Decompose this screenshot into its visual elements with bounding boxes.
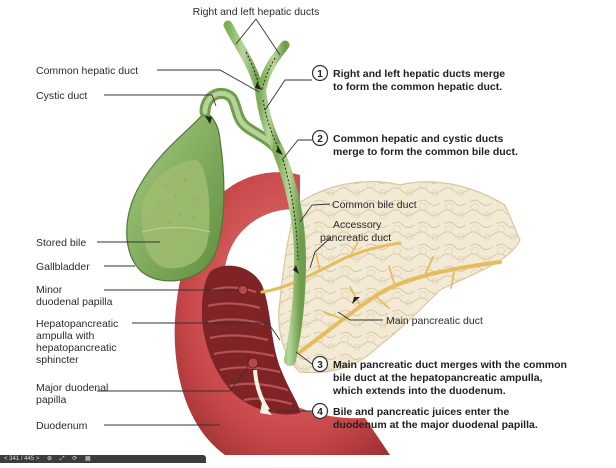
- label-right-left-hepatic-ducts: Right and left hepatic ducts: [193, 6, 320, 18]
- main-pancreatic-duct: [298, 256, 502, 354]
- major-papilla-mark: [247, 357, 259, 369]
- step-2-line2: merge to form the common bile duct.: [333, 146, 518, 158]
- rotate-icon[interactable]: ⟳: [72, 456, 78, 462]
- label-minor-papilla-line2: duodenal papilla: [36, 296, 113, 308]
- step-3-line1: Main pancreatic duct merges with the com…: [333, 359, 567, 371]
- step-2-number: 2: [317, 134, 323, 145]
- label-main-pancreatic-duct: Main pancreatic duct: [386, 315, 483, 327]
- label-common-hepatic-duct: Common hepatic duct: [36, 65, 138, 77]
- label-major-papilla-line1: Major duodenal: [36, 382, 108, 394]
- step-3-line2: bile duct at the hepatopancreatic ampull…: [333, 372, 543, 384]
- step-4-line1: Bile and pancreatic juices enter the: [333, 406, 509, 418]
- label-minor-papilla-line1: Minor: [36, 284, 63, 296]
- stored-bile: [141, 160, 210, 269]
- step-2-line1: Common hepatic and cystic ducts: [333, 133, 504, 145]
- label-major-papilla-line2: papilla: [36, 394, 67, 406]
- label-cystic-duct: Cystic duct: [36, 90, 87, 102]
- step-3: 3 Main pancreatic duct merges with the c…: [311, 355, 567, 397]
- step-4: 4 Bile and pancreatic juices enter the d…: [311, 402, 538, 431]
- label-hepatopancreatic-line3: hepatopancreatic: [36, 342, 117, 354]
- label-accessory-line1: Accessory: [333, 219, 382, 231]
- viewer-pager-bar[interactable]: < 341 / 445 > ⊕ ⤢ ⟳ ▦: [0, 455, 206, 463]
- label-stored-bile: Stored bile: [36, 237, 86, 249]
- step-1-number: 1: [317, 69, 323, 80]
- grid-icon[interactable]: ▦: [84, 456, 91, 462]
- gallbladder-texture: [158, 178, 197, 224]
- step-1: 1 Right and left hepatic ducts merge to …: [311, 64, 505, 93]
- arrowheads: [205, 82, 360, 304]
- step-4-line2: duodenum at the major duodenal papilla.: [333, 419, 538, 431]
- label-gallbladder: Gallbladder: [36, 261, 90, 273]
- accessory-pancreatic-duct: [260, 241, 402, 294]
- right-hepatic-duct: [223, 20, 263, 90]
- step-3-line3: which extends into the duodenum.: [332, 385, 506, 397]
- flow-arrows: [245, 51, 299, 261]
- step-1-line2: to form the common hepatic duct.: [333, 81, 502, 93]
- left-hepatic-duct: [257, 40, 290, 93]
- page-indicator[interactable]: < 341 / 445 >: [4, 456, 40, 462]
- common-bile-duct-shape: [272, 144, 307, 366]
- label-hepatopancreatic-line2: ampulla with: [36, 330, 95, 342]
- step-1-line1: Right and left hepatic ducts merge: [333, 68, 505, 80]
- zoom-icon[interactable]: ⊕: [47, 456, 53, 462]
- fit-icon[interactable]: ⤢: [59, 456, 65, 462]
- bile-flow-arrow: [253, 369, 270, 412]
- label-common-bile-duct: Common bile duct: [332, 199, 417, 211]
- step-3-number: 3: [317, 360, 323, 371]
- label-hepatopancreatic-line4: sphincter: [36, 354, 79, 366]
- minor-papilla-mark: [238, 285, 248, 295]
- step-2: 2 Common hepatic and cystic ducts merge …: [311, 129, 518, 158]
- label-hepatopancreatic-line1: Hepatopancreatic: [36, 318, 118, 330]
- label-accessory-line2: pancreatic duct: [320, 232, 391, 244]
- label-duodenum: Duodenum: [36, 420, 88, 432]
- leader-lines: [97, 18, 383, 426]
- common-hepatic-duct: [254, 84, 283, 153]
- step-4-number: 4: [317, 407, 323, 418]
